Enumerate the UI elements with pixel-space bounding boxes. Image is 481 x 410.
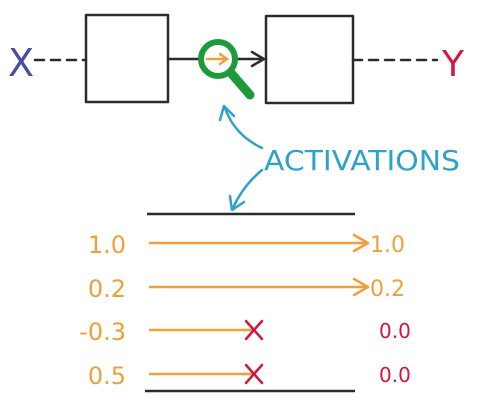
row-input-value: -0.3 <box>79 318 126 346</box>
activation-row: 0.5 0.0 <box>88 362 411 390</box>
x-mark-icon <box>244 319 264 341</box>
x-mark-icon <box>244 363 264 385</box>
annotation: ACTIVATIONS <box>218 104 460 212</box>
annotation-label: ACTIVATIONS <box>264 144 460 177</box>
row-output-value: 0.0 <box>379 363 411 387</box>
output-label: Y <box>441 44 465 85</box>
row-input-value: 1.0 <box>88 231 126 259</box>
activation-row: 0.2 0.2 <box>88 275 405 303</box>
annotation-arrow-down <box>231 168 264 210</box>
activation-table: 1.0 1.0 0.2 0.2 -0.3 0.0 0.5 0.0 <box>79 212 411 393</box>
row-output-value: 0.2 <box>370 277 405 302</box>
connection-arrowhead <box>250 50 266 68</box>
x-mark-stroke <box>244 363 264 385</box>
input-label: X <box>8 41 34 85</box>
row-output-value: 1.0 <box>370 233 405 258</box>
row-output-value: 0.0 <box>379 319 411 343</box>
row-arrowhead <box>352 233 370 253</box>
activation-row: -0.3 0.0 <box>79 318 411 346</box>
layer-box-2 <box>264 14 355 105</box>
x-mark-stroke <box>244 319 264 341</box>
activation-row: 1.0 1.0 <box>88 231 405 259</box>
annotation-arrowhead-down <box>228 194 246 212</box>
annotation-arrow-up <box>223 106 264 150</box>
magnifier-icon <box>198 39 255 100</box>
activation-rows: 1.0 1.0 0.2 0.2 -0.3 0.0 0.5 0.0 <box>79 231 411 390</box>
row-input-value: 0.5 <box>88 362 126 390</box>
row-input-value: 0.2 <box>88 275 126 303</box>
layer-box-1 <box>84 13 170 104</box>
annotation-arrowhead-up <box>218 104 236 122</box>
row-arrowhead <box>352 277 370 297</box>
